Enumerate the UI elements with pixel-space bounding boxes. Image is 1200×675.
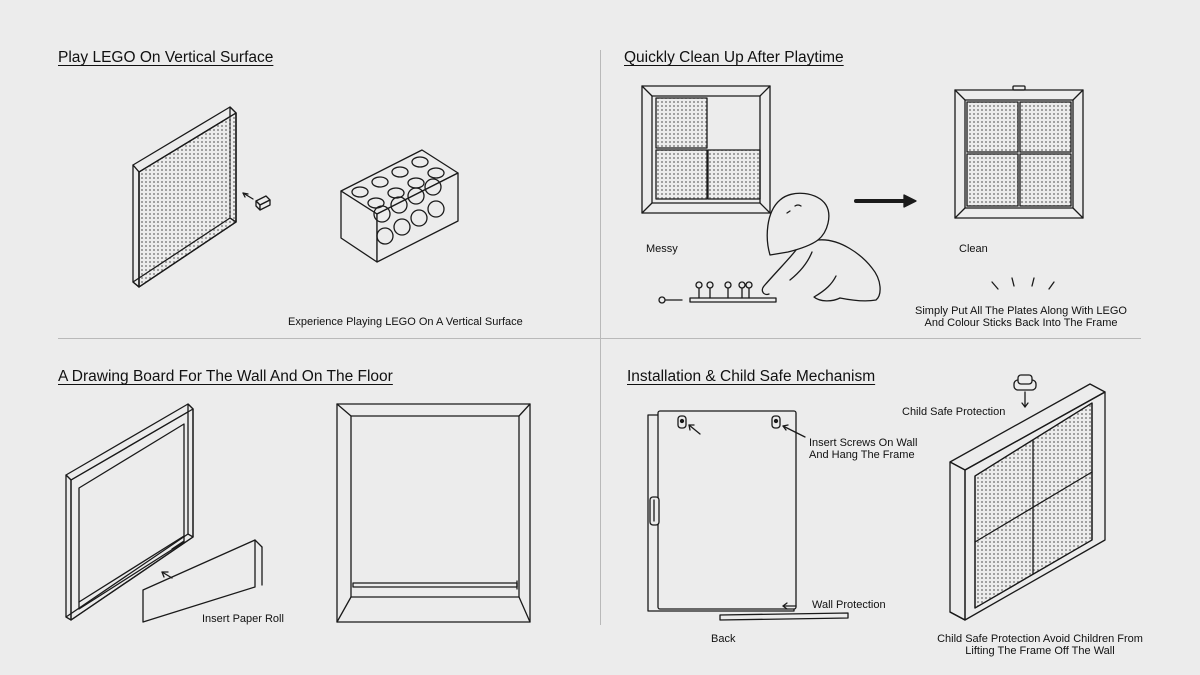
vertical-caption: Experience Playing LEGO On A Vertical Su…: [288, 316, 523, 328]
wall-protection-label: Wall Protection: [812, 599, 886, 611]
install-caption-line2: Lifting The Frame Off The Wall: [965, 645, 1115, 657]
lego-board-iso: [133, 107, 236, 287]
cleanup-caption-line2: And Colour Sticks Back Into The Frame: [924, 317, 1118, 329]
messy-frame: [642, 86, 770, 213]
vertical-divider: [600, 50, 601, 625]
drawing-board-title: A Drawing Board For The Wall And On The …: [58, 368, 393, 385]
install-caption: Child Safe Protection Avoid Children Fro…: [916, 633, 1164, 657]
frame-back: [648, 411, 796, 611]
install-caption-line1: Child Safe Protection Avoid Children Fro…: [937, 633, 1143, 645]
clean-frame: [955, 86, 1083, 218]
lego-brick-large: [341, 150, 458, 262]
small-brick: [256, 196, 270, 210]
screws-label: Insert Screws On Wall And Hang The Frame: [809, 437, 917, 461]
drawing-board-iso: [66, 404, 193, 620]
sparkle-lines: [992, 278, 1054, 289]
lego-sticks: [659, 282, 776, 303]
frame-iso-child-safe: [950, 384, 1105, 620]
cleanup-caption: Simply Put All The Plates Along With LEG…: [897, 305, 1145, 329]
clean-label: Clean: [959, 243, 988, 255]
drawing-board-front: [337, 404, 530, 622]
cleanup-caption-line1: Simply Put All The Plates Along With LEG…: [915, 305, 1127, 317]
child-safe-label: Child Safe Protection: [902, 406, 1006, 418]
paper-roll: [143, 540, 262, 622]
messy-label: Messy: [646, 243, 678, 255]
cleanup-title: Quickly Clean Up After Playtime: [624, 49, 844, 66]
paper-roll-label: Insert Paper Roll: [202, 613, 284, 625]
screws-line2: And Hang The Frame: [809, 449, 915, 461]
wall-protection-strip: [720, 613, 848, 620]
screws-line1: Insert Screws On Wall: [809, 437, 918, 449]
vertical-surface-title: Play LEGO On Vertical Surface: [58, 49, 274, 66]
baby-figure: [762, 193, 880, 301]
installation-title: Installation & Child Safe Mechanism: [627, 368, 876, 385]
child-safe-clip: [1014, 375, 1036, 390]
back-label: Back: [711, 633, 736, 645]
horizontal-divider: [58, 338, 1141, 339]
arrow-right: [856, 195, 916, 207]
